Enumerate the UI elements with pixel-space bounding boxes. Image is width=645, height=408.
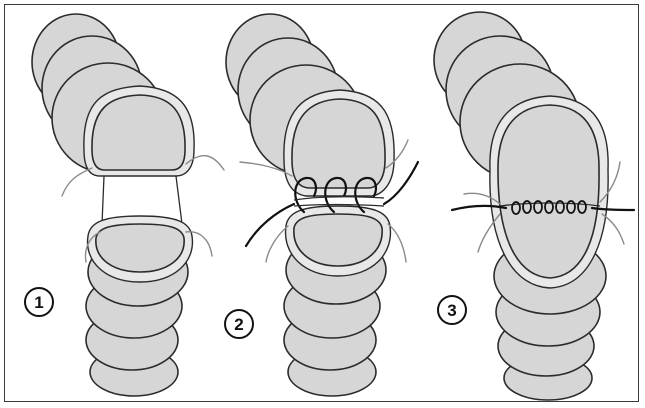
- step-1-badge: 1: [25, 288, 53, 316]
- step-1-thread-end-1: [62, 168, 92, 196]
- step-2-illustration: 2: [225, 14, 418, 396]
- step-2-number: 2: [234, 315, 243, 334]
- step-2-upper-segment: [226, 14, 394, 196]
- step-3-number: 3: [447, 301, 456, 320]
- step-1-lower-segment: [86, 216, 192, 396]
- step-2-lower-segment: [284, 206, 390, 396]
- step-2-thread-end-3: [266, 226, 288, 262]
- step-2-badge: 2: [225, 310, 253, 338]
- step-3-joined-tube: [434, 12, 608, 400]
- step-1-upper-segment: [32, 14, 194, 176]
- step-1-number: 1: [34, 293, 43, 312]
- step-1-stay-thread-right: [176, 176, 182, 224]
- step-1-illustration: 1: [25, 14, 224, 396]
- step-3-badge: 3: [438, 296, 466, 324]
- step-1-stay-thread-left: [102, 176, 104, 224]
- step-3-suture-tail-right: [592, 208, 634, 210]
- step-3-illustration: 3: [434, 12, 634, 400]
